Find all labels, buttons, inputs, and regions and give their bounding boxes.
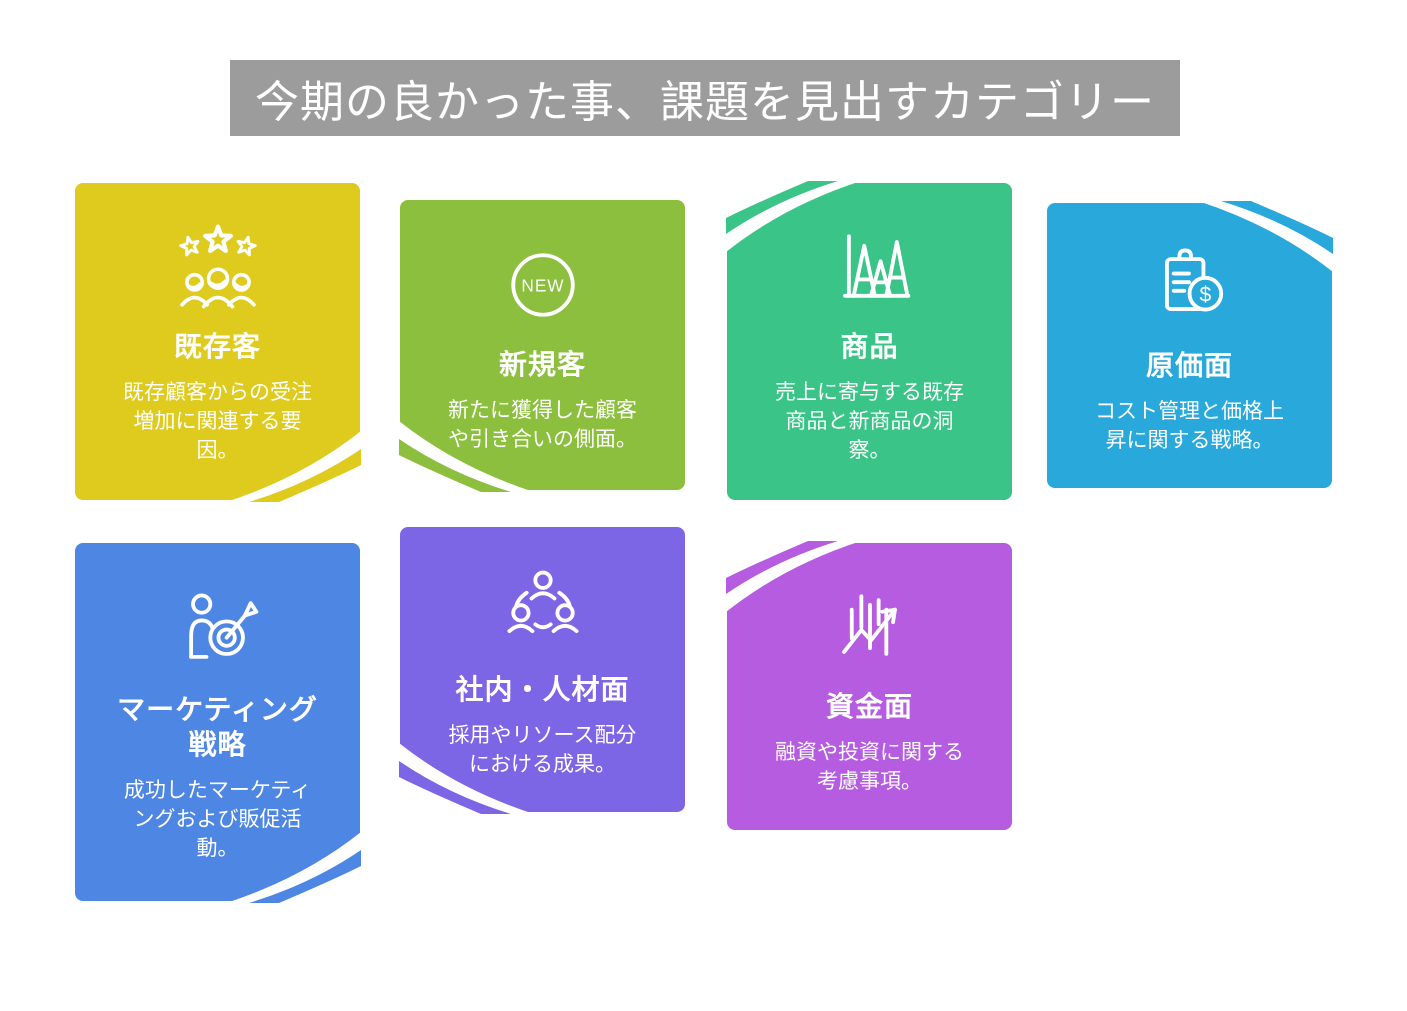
- card-internal-hr: 社内・人材面 採用やリソース配分 における成果。: [399, 527, 685, 814]
- dollar-sign-text: $: [1199, 283, 1211, 306]
- card-title: 社内・人材面: [455, 673, 630, 705]
- new-badge-text: NEW: [521, 276, 564, 296]
- customers-stars-icon: [164, 217, 272, 317]
- card-description: コスト管理と価格上 昇に関する戦略。: [1095, 399, 1284, 452]
- card-title: 商品: [840, 331, 899, 363]
- card-cost: $ 原価面 コスト管理と価格上 昇に関する戦略。: [1047, 201, 1333, 488]
- team-network-icon: [489, 560, 597, 660]
- growth-arrow-icon: [816, 577, 924, 677]
- card-description: 採用やリソース配分 における成果。: [448, 723, 637, 776]
- peak-chart-icon: [816, 217, 924, 317]
- card-title: 資金面: [825, 690, 913, 722]
- card-existing-customers: 既存客 既存顧客からの受注 増加に関連する要 因。: [75, 183, 361, 502]
- clipboard-dollar-icon: $: [1136, 236, 1244, 336]
- new-badge-icon: NEW: [489, 235, 597, 335]
- card-title: マーケティング 戦略: [117, 694, 318, 761]
- card-description: 成功したマーケティ ングおよび販促活 動。: [123, 779, 312, 860]
- page-title: 今期の良かった事、課題を見出すカテゴリー: [230, 60, 1180, 136]
- card-title: 既存客: [173, 331, 261, 363]
- card-description: 新たに獲得した顧客 や引き合いの側面。: [448, 399, 637, 451]
- target-person-icon: [164, 580, 272, 680]
- card-new-customers: NEW 新規客 新たに獲得した顧客 や引き合いの側面。: [399, 200, 685, 492]
- card-title: 原価面: [1145, 349, 1233, 381]
- card-description: 既存顧客からの受注 増加に関連する要 因。: [123, 381, 312, 462]
- card-funding: 資金面 融資や投資に関する 考慮事項。: [726, 541, 1012, 830]
- card-description: 売上に寄与する既存 商品と新商品の洞 察。: [775, 381, 964, 462]
- card-description: 融資や投資に関する 考慮事項。: [775, 740, 964, 793]
- card-marketing-strategy: マーケティング 戦略 成功したマーケティ ングおよび販促活 動。: [75, 543, 361, 903]
- card-title: 新規客: [498, 349, 586, 381]
- card-products: 商品 売上に寄与する既存 商品と新商品の洞 察。: [726, 181, 1012, 500]
